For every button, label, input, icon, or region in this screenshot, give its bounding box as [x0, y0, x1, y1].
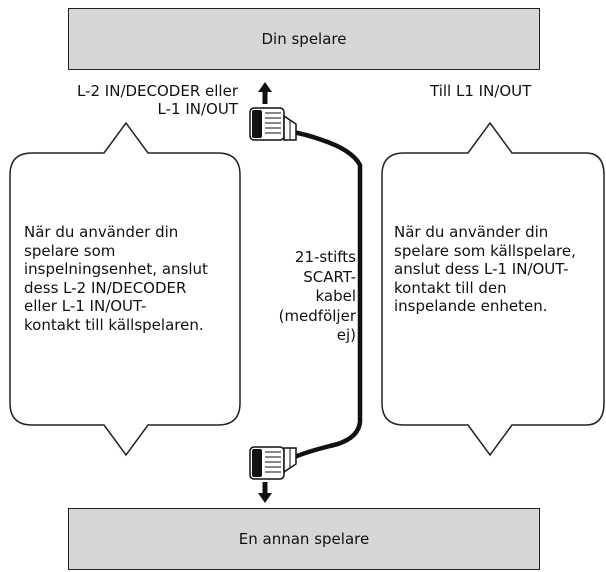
right-bubble-line-2: spelare som källspelare,	[394, 241, 576, 260]
scart-cable	[291, 129, 363, 461]
left-bubble-line-1: När du använder din	[24, 223, 179, 241]
left-bubble-line-6: kontakt till källspelaren.	[24, 315, 204, 334]
right-bubble-line-3: anslut dess L-1 IN/OUT-	[394, 260, 569, 278]
bottom-scart-connector-icon	[249, 446, 297, 480]
right-port-label: Till L1 IN/OUT	[430, 82, 532, 100]
cable-label: 21-stifts SCART- kabel (medföljer ej)	[274, 248, 356, 346]
right-bubble-text: När du använder din spelare som källspel…	[394, 223, 576, 316]
left-bubble-line-2: spelare som	[24, 241, 116, 260]
right-speech-bubble	[381, 121, 605, 457]
left-bubble-line-3: inspelningsenhet, anslut	[24, 260, 208, 278]
right-bubble-line-1: När du använder din	[394, 223, 549, 241]
top-device-box: Din spelare	[68, 8, 540, 70]
left-port-label: L-2 IN/DECODER eller L-1 IN/OUT	[66, 82, 238, 118]
cable-label-line-2: SCART-	[303, 267, 356, 286]
left-speech-bubble	[9, 121, 241, 457]
cable-label-line-5: ej)	[336, 326, 356, 344]
cable-label-line-4: (medföljer	[278, 306, 356, 325]
down-arrow-icon	[258, 482, 272, 503]
top-scart-connector-icon	[249, 107, 297, 141]
top-device-label: Din spelare	[261, 30, 347, 48]
left-bubble-line-5: eller L-1 IN/OUT-	[24, 297, 147, 315]
left-port-label-line-2: L-1 IN/OUT	[157, 100, 238, 118]
bottom-device-label: En annan spelare	[238, 530, 370, 548]
right-bubble-line-5: inspelande enheten.	[394, 297, 548, 315]
left-port-label-line-1: L-2 IN/DECODER eller	[76, 82, 238, 100]
bottom-device-box: En annan spelare	[68, 508, 540, 570]
left-bubble-line-4: dess L-2 IN/DECODER	[24, 278, 187, 297]
right-bubble-line-4: kontakt till den	[394, 278, 507, 297]
left-bubble-text: När du använder din spelare som inspelni…	[24, 223, 208, 334]
cable-label-line-1: 21-stifts	[294, 248, 356, 266]
cable-label-line-3: kabel	[315, 287, 356, 305]
up-arrow-icon	[258, 82, 272, 104]
